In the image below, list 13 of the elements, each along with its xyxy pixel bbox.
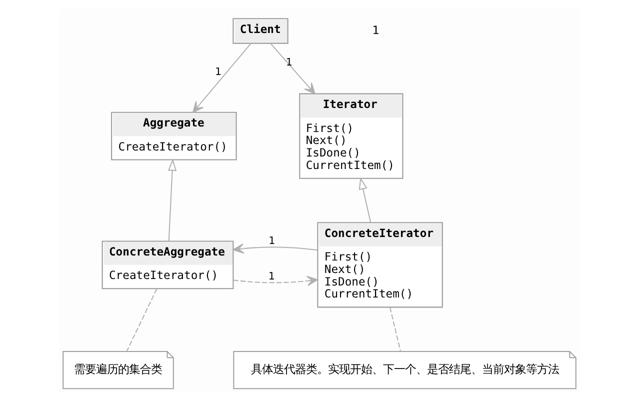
connector <box>388 307 401 352</box>
edge-label: 1 <box>268 270 274 283</box>
arrow <box>232 243 318 254</box>
arrow <box>192 43 251 113</box>
arrow <box>270 43 315 94</box>
edge-label: 1 <box>214 66 222 78</box>
arrow <box>167 158 176 242</box>
arrow <box>358 177 371 222</box>
edge-label: 1 <box>285 56 292 69</box>
connector <box>126 288 157 352</box>
label: 1 <box>372 22 380 37</box>
edge-label: 1 <box>268 235 275 248</box>
arrow <box>232 276 318 286</box>
